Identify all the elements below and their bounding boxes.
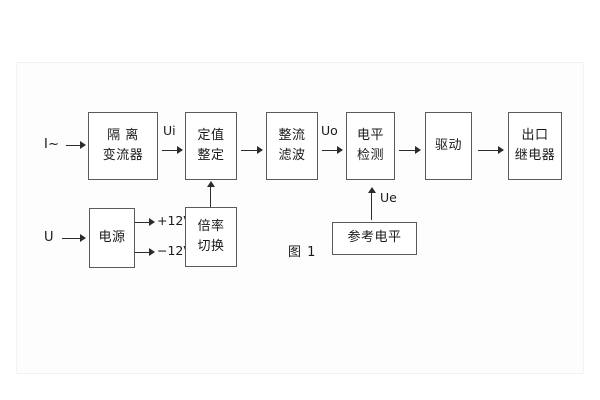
rail-negative-arrowhead xyxy=(149,248,155,256)
rail-negative-label: −12V xyxy=(157,243,192,258)
uo-line xyxy=(322,150,339,151)
current-input-arrowhead xyxy=(80,141,86,149)
block-reference-level-line-1: 参考电平 xyxy=(347,230,402,246)
block-isolation-ct-line-2: 变流器 xyxy=(102,148,144,163)
block-rectify-filter-line-2: 滤波 xyxy=(278,148,306,163)
block-drive-line-1: 驱动 xyxy=(434,137,462,153)
block-setting[interactable]: 定值 整定 xyxy=(185,112,237,180)
ratio-to-setting-line xyxy=(210,186,211,207)
ratio-to-setting-arrowhead xyxy=(207,181,215,187)
setting-to-rectify-arrowhead xyxy=(257,146,263,154)
block-output-relay-line-2: 继电器 xyxy=(514,148,556,163)
block-ratio-switch-line-2: 切换 xyxy=(197,239,225,254)
block-ratio-switch-line-1: 倍率 xyxy=(197,218,225,234)
voltage-input-line xyxy=(62,238,82,239)
ue-line xyxy=(371,192,372,220)
signal-ue-label: Ue xyxy=(380,190,397,205)
ui-arrowhead xyxy=(177,146,183,154)
block-rectify-filter[interactable]: 整流 滤波 xyxy=(266,112,318,180)
ue-arrowhead xyxy=(368,187,376,193)
figure-caption: 图 1 xyxy=(288,245,317,260)
block-reference-level[interactable]: 参考电平 xyxy=(332,222,417,255)
current-input-line xyxy=(66,145,82,146)
uo-arrowhead xyxy=(337,146,343,154)
signal-ui-label: Ui xyxy=(163,123,176,138)
level-to-drive-arrowhead xyxy=(415,146,421,154)
block-rectify-filter-line-1: 整流 xyxy=(278,127,306,143)
rail-positive-arrowhead xyxy=(149,218,155,226)
voltage-input-arrowhead xyxy=(80,234,86,242)
drive-to-relay-arrowhead xyxy=(498,146,504,154)
block-isolation-ct[interactable]: 隔 离 变流器 xyxy=(88,112,158,180)
block-isolation-ct-line-1: 隔 离 xyxy=(107,127,139,143)
block-power-supply[interactable]: 电源 xyxy=(89,208,135,268)
block-setting-line-1: 定值 xyxy=(197,127,225,143)
block-ratio-switch[interactable]: 倍率 切换 xyxy=(185,207,237,267)
block-setting-line-2: 整定 xyxy=(197,148,225,163)
block-power-supply-line-1: 电源 xyxy=(98,229,126,245)
ui-line xyxy=(162,150,179,151)
level-to-drive-line xyxy=(399,150,417,151)
signal-uo-label: Uo xyxy=(321,123,338,138)
setting-to-rectify-line xyxy=(241,150,259,151)
block-output-relay-line-1: 出口 xyxy=(521,127,549,143)
block-level-detect-line-2: 检测 xyxy=(356,148,384,163)
block-level-detect[interactable]: 电平 检测 xyxy=(346,112,395,180)
block-output-relay[interactable]: 出口 继电器 xyxy=(508,112,562,180)
rail-positive-line xyxy=(135,222,151,223)
rail-positive-label: +12V xyxy=(157,213,192,228)
block-drive[interactable]: 驱动 xyxy=(425,112,472,180)
rail-negative-line xyxy=(135,252,151,253)
drive-to-relay-line xyxy=(478,150,500,151)
voltage-input-label: U xyxy=(44,230,54,245)
current-input-label: I~ xyxy=(44,137,60,152)
block-level-detect-line-1: 电平 xyxy=(356,127,384,143)
